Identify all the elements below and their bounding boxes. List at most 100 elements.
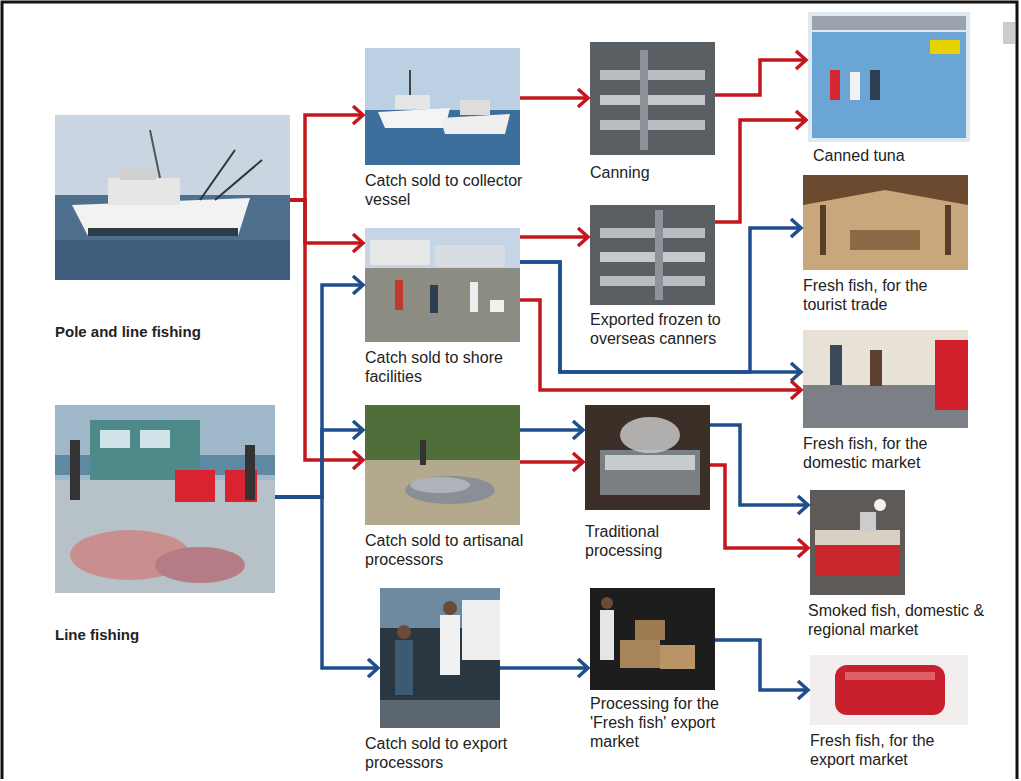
arrow-head: [573, 453, 583, 471]
flow-line: [275, 285, 362, 497]
arrow-head: [578, 228, 588, 246]
arrow-head: [573, 421, 583, 439]
flow-arrow: [275, 421, 363, 497]
flow-arrow: [275, 497, 378, 677]
node-caption: Fresh fish, for the domestic market: [803, 434, 973, 472]
traditional-photo: [585, 405, 710, 510]
photo-node: Catch sold to artisanal processors: [365, 405, 520, 525]
flow-line: [520, 96, 587, 100]
arrow-head: [578, 659, 588, 677]
flow-line: [520, 228, 800, 372]
pole-line-photo: [55, 115, 290, 280]
photo-node: Line fishing: [55, 405, 275, 593]
tourist-trade-photo: [803, 175, 968, 270]
photo-node: Exported frozen to overseas canners: [590, 205, 715, 305]
export-processors-photo: [380, 588, 500, 728]
artisanal-photo: [365, 405, 520, 525]
arrow-head: [796, 51, 806, 69]
flow-arrow: [520, 262, 801, 381]
flow-arrow: [520, 89, 588, 107]
node-caption: Canned tuna: [813, 146, 973, 165]
canned-tuna-photo: [808, 12, 970, 142]
flow-line: [715, 60, 805, 95]
node-caption: Catch sold to shore facilities: [365, 348, 525, 386]
arrow-head: [353, 234, 363, 252]
flow-line: [275, 430, 362, 497]
flow-arrow: [275, 276, 363, 497]
frozen-export-photo: [590, 205, 715, 305]
flow-line: [520, 300, 800, 390]
arrow-head: [798, 539, 808, 557]
photo-node: Traditional processing: [585, 405, 710, 510]
export-processing-photo: [590, 588, 715, 690]
flow-arrow: [520, 219, 801, 372]
photo-node: Processing for the 'Fresh fish' export m…: [590, 588, 715, 690]
arrow-head: [353, 451, 363, 469]
flow-arrow: [715, 111, 806, 222]
arrow-head: [798, 496, 808, 514]
flow-arrow: [500, 659, 588, 677]
export-fish-photo: [810, 655, 968, 725]
arrow-head: [796, 111, 806, 129]
arrow-head: [791, 381, 801, 399]
node-caption: Line fishing: [55, 625, 275, 644]
flow-arrow: [520, 228, 588, 246]
flow-line: [500, 666, 587, 670]
flow-line: [275, 497, 377, 668]
arrow-head: [578, 89, 588, 107]
arrow-head: [791, 363, 801, 381]
photo-node: Smoked fish, domestic & regional market: [810, 490, 905, 595]
shore-facilities-photo: [365, 228, 520, 342]
canning-photo: [590, 42, 715, 155]
line-fishing-photo: [55, 405, 275, 593]
photo-node: Pole and line fishing: [55, 115, 290, 280]
node-caption: Processing for the 'Fresh fish' export m…: [590, 694, 750, 751]
photo-node: Fresh fish, for the domestic market: [803, 330, 968, 428]
flow-arrow: [715, 51, 806, 95]
flow-arrow: [290, 106, 363, 200]
smoked-fish-photo: [810, 490, 905, 595]
node-caption: Canning: [590, 163, 720, 182]
arrow-head: [368, 659, 378, 677]
collector-vessel-photo: [365, 48, 520, 165]
photo-node: Catch sold to collector vessel: [365, 48, 520, 165]
corner-mark: [1003, 22, 1015, 44]
flow-line: [520, 262, 800, 372]
arrow-head: [353, 106, 363, 124]
arrow-head: [791, 219, 801, 237]
node-caption: Smoked fish, domestic & regional market: [808, 601, 1008, 639]
photo-node: Catch sold to shore facilities: [365, 228, 520, 342]
node-caption: Catch sold to export processors: [365, 734, 540, 772]
flow-arrow: [710, 465, 808, 557]
arrow-head: [353, 276, 363, 294]
flow-line: [520, 235, 587, 239]
flow-arrow: [715, 640, 808, 699]
photo-node: Fresh fish, for the tourist trade: [803, 175, 968, 270]
arrow-head: [353, 421, 363, 439]
photo-node: Fresh fish, for the export market: [810, 655, 968, 725]
flow-line: [520, 428, 582, 432]
node-caption: Fresh fish, for the tourist trade: [803, 276, 973, 314]
node-caption: Fresh fish, for the export market: [810, 731, 980, 769]
flow-arrow: [520, 453, 583, 471]
flow-line: [520, 460, 582, 464]
node-caption: Pole and line fishing: [55, 322, 285, 341]
photo-node: Catch sold to export processors: [380, 588, 500, 728]
flow-line: [290, 115, 362, 200]
flow-line: [710, 465, 807, 548]
flow-arrow: [520, 421, 583, 439]
flow-line: [290, 200, 362, 243]
node-caption: Exported frozen to overseas canners: [590, 310, 740, 348]
flow-line: [715, 120, 805, 222]
node-caption: Catch sold to artisanal processors: [365, 531, 540, 569]
photo-node: Canned tuna: [808, 12, 970, 142]
flow-line: [290, 200, 362, 460]
flow-arrow: [290, 200, 363, 252]
node-caption: Catch sold to collector vessel: [365, 171, 525, 209]
domestic-market-photo: [803, 330, 968, 428]
photo-node: Canning: [590, 42, 715, 155]
